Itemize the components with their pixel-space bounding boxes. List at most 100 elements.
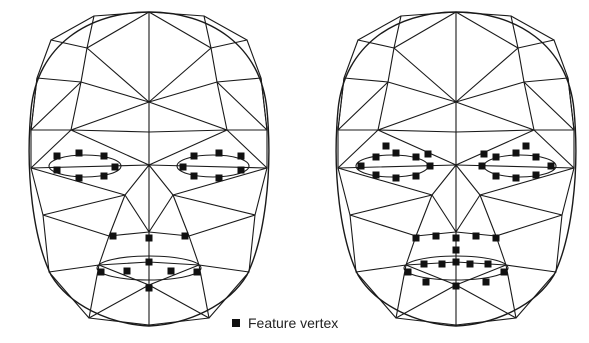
mesh-edge: [125, 195, 149, 232]
legend: Feature vertex: [232, 313, 338, 333]
mesh-edge: [511, 16, 518, 48]
feature-vertex: [373, 154, 380, 161]
mesh-edge: [456, 195, 480, 232]
feature-vertex: [373, 172, 380, 179]
mesh-edge: [456, 285, 516, 318]
feature-vertex: [191, 153, 198, 160]
mesh-edge: [338, 82, 388, 130]
mesh-edge: [518, 40, 554, 48]
mesh-edge: [524, 82, 574, 130]
mesh-edge: [456, 130, 534, 132]
feature-vertex: [453, 247, 460, 254]
face-model-right: [336, 12, 576, 326]
mesh-edge: [71, 102, 149, 130]
mesh-edge: [338, 168, 432, 195]
mesh-edge: [149, 12, 211, 48]
mesh-edge: [87, 12, 149, 48]
mesh-edge: [37, 78, 81, 82]
mesh-edge: [416, 195, 432, 236]
feature-vertex: [427, 163, 434, 170]
mesh-edge: [388, 48, 394, 82]
feature-vertex: [112, 164, 119, 171]
mesh-edge: [394, 48, 456, 102]
mesh-edge: [456, 165, 480, 195]
mesh-edge: [496, 215, 562, 236]
feature-vertex: [439, 261, 446, 268]
feature-vertex: [216, 150, 223, 157]
mesh-edge: [480, 195, 496, 236]
mesh-edge: [358, 40, 394, 48]
mesh-edge: [356, 272, 396, 318]
mesh-edge: [350, 195, 432, 215]
feature-vertex: [533, 172, 540, 179]
mesh-edges: [31, 12, 267, 325]
mesh-edge: [71, 130, 149, 165]
feature-vertex: [358, 163, 365, 170]
mesh-edge: [51, 40, 87, 48]
mesh-edge: [87, 48, 149, 102]
legend-label: Feature vertex: [248, 315, 338, 331]
feature-vertex: [433, 233, 440, 240]
feature-vertex: [110, 233, 117, 240]
mesh-edge: [81, 82, 149, 102]
mesh-edge: [149, 130, 227, 165]
mesh-edge: [217, 78, 261, 82]
mesh-edge: [43, 195, 125, 215]
feature-vertex: [421, 261, 428, 268]
feature-vertex: [191, 173, 198, 180]
feature-vertex: [216, 175, 223, 182]
mesh-edge: [518, 48, 524, 82]
feature-vertex: [425, 151, 432, 158]
feature-vertex: [393, 175, 400, 182]
face-model-left: [29, 12, 269, 326]
mesh-edge: [378, 130, 456, 132]
mesh-edge: [211, 48, 217, 82]
feature-vertex: [413, 154, 420, 161]
feature-vertex: [98, 269, 105, 276]
mesh-edge: [378, 102, 456, 130]
mesh-edge: [87, 16, 94, 48]
feature-vertex: [513, 150, 520, 157]
mesh-edge: [394, 16, 401, 48]
mesh-edge: [173, 195, 189, 236]
feature-vertex: [523, 143, 530, 150]
mesh-edge: [199, 265, 249, 272]
mesh-edge: [49, 272, 89, 318]
mesh-edge: [394, 12, 456, 48]
feature-vertex: [194, 269, 201, 276]
mesh-edge: [524, 82, 534, 130]
feature-vertex: [493, 154, 500, 161]
mesh-edge: [149, 48, 211, 102]
feature-vertex: [413, 173, 420, 180]
mesh-edge: [125, 165, 149, 195]
mesh-edge: [432, 195, 456, 232]
mesh-edge: [49, 265, 99, 272]
mesh-edge: [81, 48, 87, 82]
feature-vertex: [423, 279, 430, 286]
mesh-edge: [456, 102, 534, 130]
feature-vertex: [467, 261, 474, 268]
feature-vertex: [238, 167, 245, 174]
mesh-edge: [217, 82, 267, 130]
mesh-edge: [432, 165, 456, 195]
mesh-edge: [71, 82, 81, 130]
feature-vertex: [453, 283, 460, 290]
feature-vertex: [493, 173, 500, 180]
feature-vertex: [168, 268, 175, 275]
mesh-edge: [350, 215, 416, 236]
feature-vertex: [481, 151, 488, 158]
feature-vertex: [453, 259, 460, 266]
mesh-edge: [204, 16, 247, 40]
mesh-edge: [99, 262, 149, 265]
mesh-edge: [149, 130, 227, 132]
mesh-edge: [524, 78, 568, 82]
mesh-edge: [149, 195, 173, 232]
mesh-edge: [344, 78, 388, 82]
feature-vertex: [485, 261, 492, 268]
mesh-edge: [211, 40, 247, 48]
mesh-edge: [480, 195, 562, 215]
mesh-edge: [456, 82, 524, 102]
feature-vertex: [101, 173, 108, 180]
mesh-edge: [358, 16, 401, 40]
feature-vertex: [493, 235, 500, 242]
